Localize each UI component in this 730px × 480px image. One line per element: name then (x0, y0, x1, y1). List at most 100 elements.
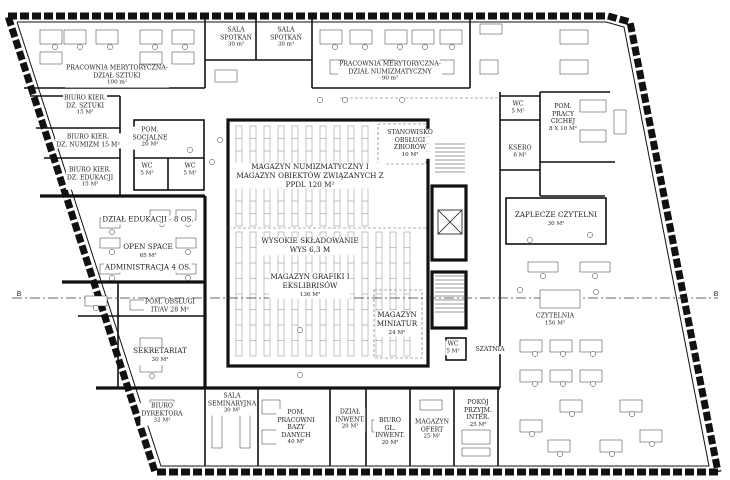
chair (52, 44, 58, 50)
room-label-line: BIURO KIER. (65, 166, 115, 175)
chair (332, 44, 338, 50)
room-label-line: OPEN SPACE (122, 242, 174, 252)
chair (590, 351, 596, 357)
room-label-biuro-kier-numizm: BIURO KIER.DZ. NUMIZM 15 M² (55, 133, 121, 149)
room-label-line: ZAPLECZE CZYTELNI (513, 210, 599, 220)
desk (419, 399, 443, 411)
desk (461, 429, 491, 445)
desk (579, 369, 603, 383)
desk (349, 29, 373, 45)
room-label-line: CZYTELNIA (534, 312, 576, 320)
desk (519, 419, 543, 433)
room-label-line: MINIATUR (375, 318, 419, 329)
room-label-line: BIURO KIER. (62, 94, 108, 103)
room-label-szatnia: SZATNIA (474, 346, 506, 354)
room-area: 40 M² (276, 439, 316, 447)
chair (529, 431, 535, 437)
desk (171, 51, 195, 65)
room-label-line: ADMINISTRACJA 4 OS. (103, 262, 193, 273)
room-area: 32 M² (140, 417, 184, 426)
desk (139, 51, 163, 65)
chair (527, 237, 533, 243)
room-label-line: PRACOWNIA MERYTORYCZNA- (65, 64, 169, 73)
outer-wall (4, 12, 722, 476)
desk (319, 29, 343, 45)
room-label-line: EKSLIBRISÓW (269, 281, 351, 291)
desk (39, 29, 63, 45)
room-label-line: BAZY (276, 424, 316, 432)
chair (629, 411, 635, 417)
chair (399, 97, 405, 103)
chair (560, 381, 566, 387)
room-label-line: MAGAZYN (413, 418, 451, 427)
stairs (435, 143, 465, 313)
room-label-line: POM. (548, 102, 578, 111)
room-label-line: WYSOKIE SKŁADOWANIE (260, 236, 360, 246)
desk (439, 59, 455, 75)
desk (579, 261, 611, 273)
room-label-line: SPOTKAŃ (269, 34, 303, 42)
room-label-line: SZATNIA (474, 346, 506, 354)
room-area: 5 M² (139, 170, 155, 178)
room-label-line: SALA (219, 26, 253, 35)
desk (549, 339, 573, 353)
room-label-line: INWENT. (334, 416, 366, 424)
room-label-line: SEMINARYJNA (206, 400, 258, 408)
chair (185, 249, 191, 255)
chair (587, 232, 593, 238)
room-label-line: DANYCH (276, 431, 316, 440)
room-label-line: INWENT. (374, 432, 406, 440)
axis-label-right: B (713, 290, 719, 298)
desk (95, 29, 119, 45)
room-label-line: CICHEJ (548, 118, 578, 126)
chair (592, 273, 598, 279)
room-area: 30 M² (206, 407, 258, 416)
desk (39, 51, 63, 65)
desk (579, 129, 607, 143)
room-area: 30 m² (269, 41, 303, 50)
room-label-line: DZIAŁ (334, 408, 366, 417)
room-area: 25 M² (463, 421, 493, 430)
room-area: 8 X 10 M² (548, 125, 578, 134)
desk (559, 29, 589, 45)
chair (362, 44, 368, 50)
room-label-line: POM. (276, 409, 316, 417)
room-area: 15 M² (62, 109, 108, 118)
desk (479, 59, 499, 75)
room-label-line: PRACOWNI (276, 416, 316, 425)
chair (609, 451, 615, 457)
dashed-lines (228, 97, 500, 359)
desk (175, 237, 197, 249)
chair (209, 159, 215, 165)
desk (519, 369, 543, 383)
chair (107, 44, 113, 50)
room-label-pracownia-numizmatyczny: PRACOWNIA MERYTORYCZNA-DZIAŁ NUMIZMATYCZ… (338, 60, 442, 84)
desk (214, 69, 238, 83)
room-label-line: WC (139, 162, 155, 170)
chair (297, 372, 303, 378)
room-label-line: WC (182, 162, 198, 170)
room-area: 136 M² (269, 290, 351, 300)
desk (547, 439, 571, 453)
room-label-line: MAGAZYN GRAFIKI I (269, 271, 351, 282)
desk (411, 29, 435, 45)
room-label-line: ZBIORÓW (386, 144, 434, 152)
chair (109, 249, 115, 255)
desk (639, 429, 663, 443)
room-area: 20 M² (131, 141, 169, 150)
room-label-line: SALA (206, 392, 258, 401)
